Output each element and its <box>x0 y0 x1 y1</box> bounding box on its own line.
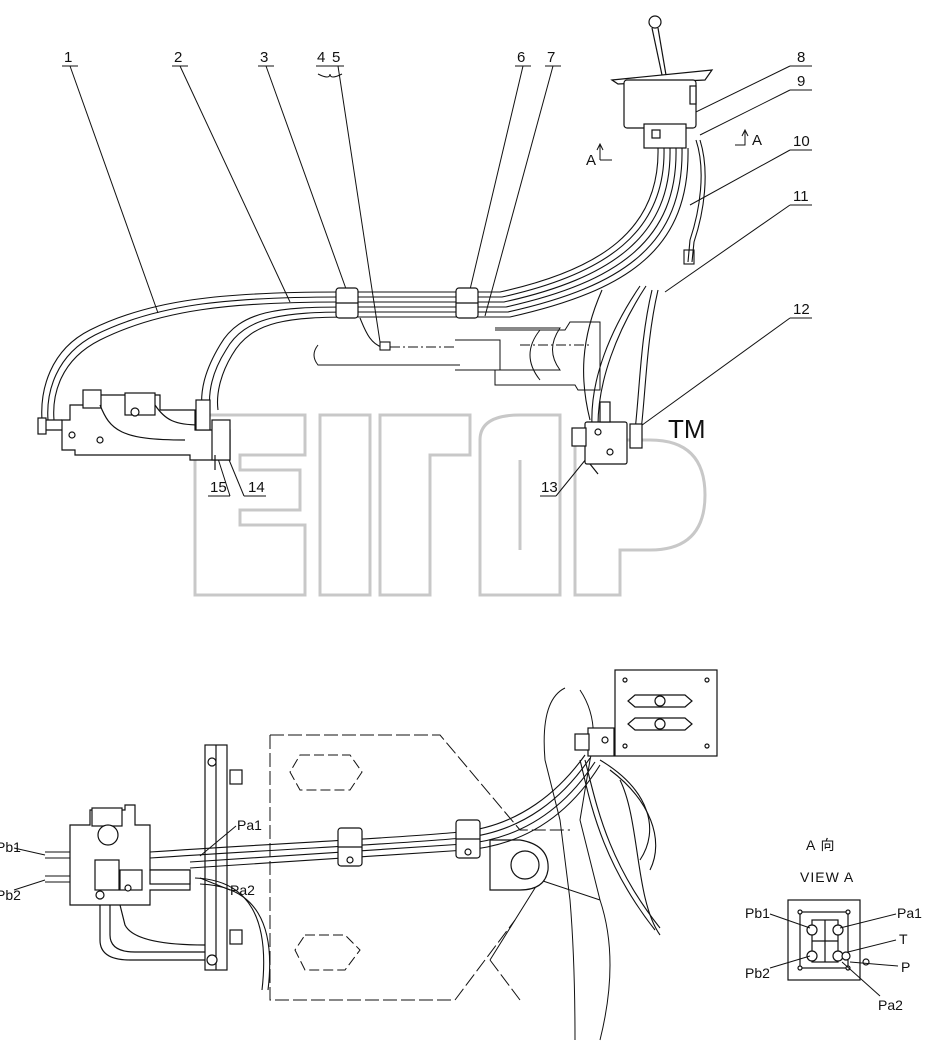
callout-14: 14 <box>248 479 265 496</box>
callout-brace <box>317 73 343 78</box>
watermark-logo <box>193 413 707 597</box>
callout-12: 12 <box>793 301 810 318</box>
callout-15: 15 <box>210 479 227 496</box>
port-label-pa1: Pa1 <box>237 817 262 833</box>
section-label-left: A <box>586 152 596 169</box>
callout-10: 10 <box>793 133 810 150</box>
callout-2: 2 <box>174 49 182 66</box>
callout-9: 9 <box>797 73 805 90</box>
callout-4: 4 <box>317 49 325 66</box>
clamp-bottom-right <box>455 819 481 859</box>
callout-1: 1 <box>64 49 72 66</box>
frame-outline-top <box>313 321 601 391</box>
callout-8: 8 <box>797 49 805 66</box>
view-port-pa2: Pa2 <box>878 997 903 1013</box>
view-port-p: P <box>901 959 910 975</box>
frame-outline-bottom <box>269 687 611 1041</box>
callout-5: 5 <box>332 49 340 66</box>
mounting-bracket <box>204 744 243 971</box>
clamp-3 <box>335 287 359 319</box>
section-mark-right <box>735 128 749 146</box>
callout-3: 3 <box>260 49 268 66</box>
callout-7: 7 <box>547 49 555 66</box>
valve-block-13 <box>571 401 643 475</box>
view-port-pb1: Pb1 <box>745 905 770 921</box>
view-a-leaders <box>769 913 899 997</box>
fitting-4-5 <box>359 317 391 351</box>
port-label-pa2: Pa2 <box>230 882 255 898</box>
clamp-6 <box>455 287 479 319</box>
callout-13: 13 <box>541 479 558 496</box>
pivot-boss <box>489 839 549 891</box>
pilot-valve-panel <box>574 669 718 757</box>
main-control-valve-bottom <box>69 804 206 961</box>
port-label-pb2: Pb2 <box>0 887 21 903</box>
main-control-valve-top <box>37 389 231 470</box>
port-label-pb1: Pb1 <box>0 839 21 855</box>
clamp-bottom-left <box>337 827 363 867</box>
view-title-cn: A 向 <box>806 837 835 853</box>
view-port-pb2: Pb2 <box>745 965 770 981</box>
watermark-tm: TM <box>668 414 706 444</box>
view-title-en: VIEW A <box>800 869 854 885</box>
port-leaders-bottom <box>13 825 237 891</box>
callout-11: 11 <box>793 188 809 205</box>
joystick-pilot-valve <box>610 15 714 149</box>
view-port-t: T <box>899 931 908 947</box>
view-port-pa1: Pa1 <box>897 905 922 921</box>
callout-6: 6 <box>517 49 525 66</box>
section-label-right: A <box>752 132 762 149</box>
section-mark-left <box>596 142 612 161</box>
view-a-detail <box>787 899 870 981</box>
